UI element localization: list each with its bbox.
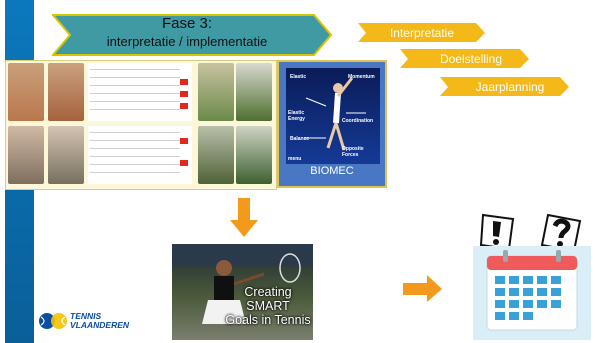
biomec-label: menu bbox=[288, 156, 302, 162]
step-jaarplanning[interactable]: Jaarplanning bbox=[440, 77, 570, 97]
arrow-right-icon bbox=[403, 275, 442, 302]
calendar-panel bbox=[473, 246, 591, 340]
step-label: Jaarplanning bbox=[475, 80, 545, 94]
page-title: Fase 3: interpretatie / implementatie bbox=[62, 15, 312, 51]
step-label: Interpretatie bbox=[389, 26, 455, 40]
biomec-serve-image: Elastic Momentum Elastic Energy Coordina… bbox=[286, 68, 380, 164]
evaluation-sheet-row bbox=[6, 62, 276, 122]
biomec-title: BIOMEC bbox=[310, 165, 354, 177]
biomec-panel[interactable]: Elastic Momentum Elastic Energy Coordina… bbox=[277, 60, 387, 188]
step-doelstelling[interactable]: Doelstelling bbox=[400, 49, 530, 69]
step-label: Doelstelling bbox=[439, 52, 503, 66]
title-subtitle: interpretatie / implementatie bbox=[106, 34, 268, 49]
logo-line-2: VLAANDEREN bbox=[70, 320, 130, 330]
arrow-down-icon bbox=[230, 198, 258, 237]
logo-text: TENNIS VLAANDEREN bbox=[70, 312, 129, 330]
evaluation-sheet bbox=[88, 126, 192, 184]
player-photo bbox=[198, 63, 234, 121]
player-photo bbox=[8, 126, 44, 184]
evaluation-sheet-row bbox=[6, 125, 276, 185]
player-photo bbox=[198, 126, 234, 184]
biomec-label: Balance bbox=[290, 136, 310, 142]
smart-goals-caption: Creating SMART Goals in Tennis bbox=[224, 285, 312, 327]
title-banner bbox=[52, 14, 332, 56]
biomec-label: Coordination bbox=[342, 118, 374, 124]
question-icon bbox=[540, 213, 582, 253]
tennis-ball-icon bbox=[39, 313, 67, 329]
smart-line-1: Creating SMART bbox=[244, 285, 292, 313]
player-photo bbox=[236, 63, 272, 121]
biomec-label: Momentum bbox=[348, 74, 375, 80]
evaluation-sheet bbox=[88, 63, 192, 121]
biomec-label: Opposite Forces bbox=[342, 146, 364, 158]
smart-line-2: Goals in Tennis bbox=[225, 313, 311, 327]
biomec-label: Elastic bbox=[290, 74, 307, 80]
player-photo bbox=[48, 126, 84, 184]
step-interpretatie[interactable]: Interpretatie bbox=[358, 23, 486, 43]
player-photo bbox=[8, 63, 44, 121]
player-photo bbox=[236, 126, 272, 184]
smart-goals-image[interactable]: Creating SMART Goals in Tennis bbox=[172, 244, 313, 340]
evaluation-sheets-image bbox=[5, 60, 277, 190]
biomec-label: Elastic Energy bbox=[288, 110, 305, 122]
logo-line-1: TENNIS bbox=[70, 311, 102, 321]
calendar-icon bbox=[486, 250, 578, 331]
title-phase: Fase 3: bbox=[161, 15, 213, 32]
player-photo bbox=[48, 63, 84, 121]
